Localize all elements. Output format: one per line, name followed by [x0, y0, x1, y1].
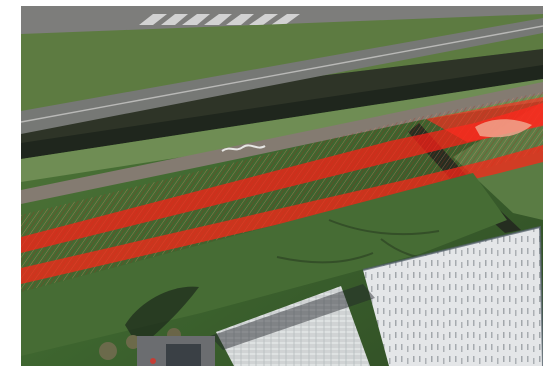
greenhouse-complex-left: [216, 286, 370, 366]
upper-road: [21, 18, 543, 134]
upper-grass-band: [21, 14, 543, 112]
upper-road-line: [21, 25, 543, 123]
aerial-map-viewport[interactable]: [21, 6, 543, 366]
red-planning-strip-lower: [21, 145, 543, 284]
road-marking-wave: [221, 144, 266, 152]
red-car-marker: [150, 358, 156, 364]
greenhouse-shadow-edge: [210, 284, 375, 350]
greenhouse-outline: [362, 225, 543, 366]
aerial-map: [21, 6, 543, 366]
light-patch: [475, 119, 532, 138]
dark-ditch: [21, 65, 543, 159]
tree-shadow: [125, 286, 199, 348]
top-crosswalk: [139, 14, 300, 25]
upper-field-patch: [21, 49, 543, 147]
tree-crown-2: [126, 335, 140, 349]
tree-crown-1: [99, 342, 117, 360]
greenhouse-complex-right: [363, 227, 543, 366]
service-road: [21, 82, 543, 204]
bottom-building: [166, 344, 201, 366]
middle-grass: [21, 79, 543, 182]
red-planning-strip-upper: [21, 103, 543, 253]
